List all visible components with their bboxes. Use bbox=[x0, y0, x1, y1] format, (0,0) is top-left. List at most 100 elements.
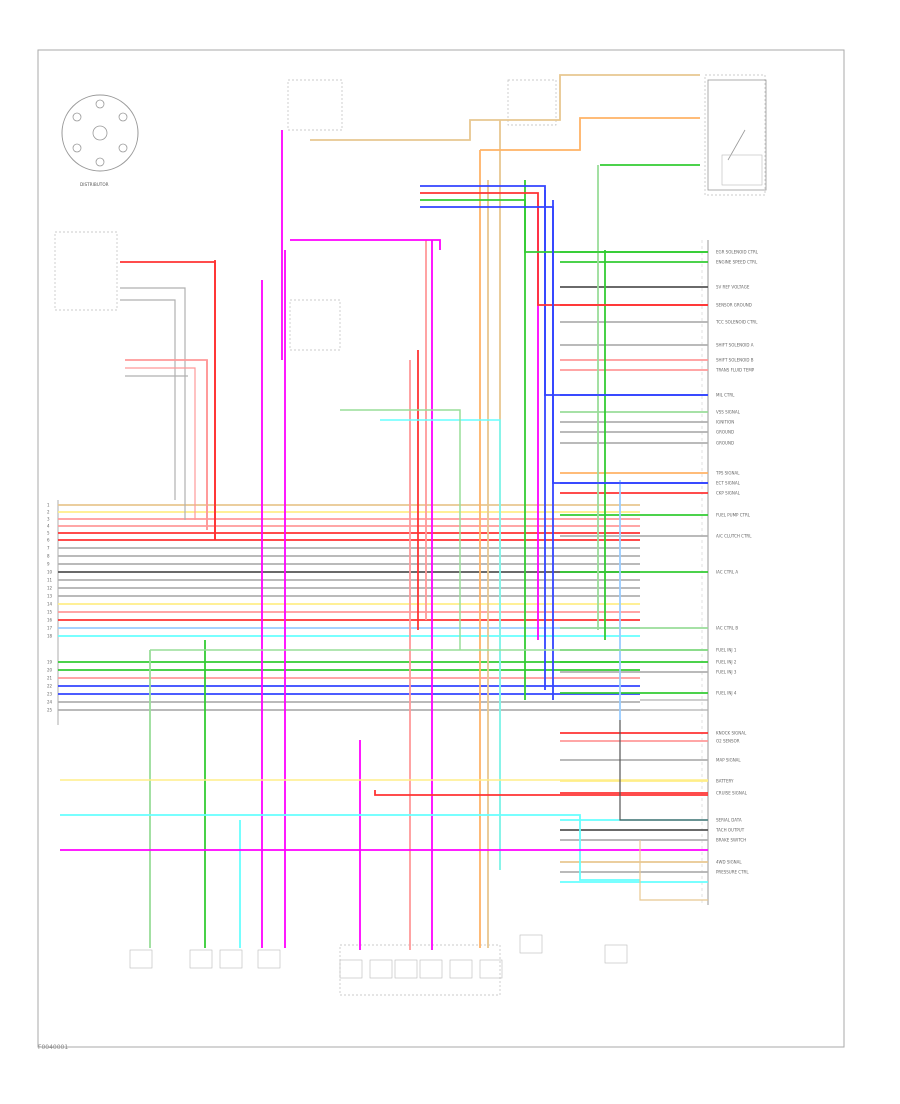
left-pin-number: 8 bbox=[47, 554, 50, 559]
fuel-pump-relay bbox=[707, 79, 767, 191]
left-pin-number: 24 bbox=[47, 700, 53, 705]
pcm-pin-label: 4WD SIGNAL bbox=[716, 860, 742, 865]
wire bbox=[639, 840, 708, 901]
solenoid-pack bbox=[479, 959, 503, 979]
solenoid-pack bbox=[339, 959, 363, 979]
sensor-wire bbox=[125, 359, 208, 530]
pin-labels: EGR SOLENOID CTRL ENGINE SPEED CTRL 5V REF… bbox=[47, 250, 759, 875]
sensor-wire bbox=[125, 367, 196, 520]
cyan-wire bbox=[60, 814, 640, 881]
component-boxes bbox=[54, 74, 766, 996]
left-pin-number: 10 bbox=[47, 570, 53, 575]
pcm-pin-label: IAC CTRL B bbox=[716, 626, 738, 631]
pcm-pin-label: ECT SIGNAL bbox=[716, 481, 741, 486]
red-wire bbox=[374, 790, 708, 796]
solenoid-pack bbox=[449, 959, 473, 979]
pcm-pin-label: TCC SOLENOID CTRL bbox=[715, 320, 758, 325]
pcm-pin-label: KNOCK SIGNAL bbox=[716, 731, 747, 736]
solenoid-pack bbox=[419, 959, 443, 979]
crankshaft-sensor bbox=[257, 949, 281, 969]
pcm-pin-label: FUEL PUMP CTRL bbox=[716, 513, 751, 518]
blue-wire bbox=[420, 185, 708, 396]
distributor: DISTRIBUTOR bbox=[61, 94, 139, 187]
pcm-pin-label: SENSOR GROUND bbox=[716, 303, 752, 308]
left-pin-number: 14 bbox=[47, 602, 53, 607]
left-pin-number: 11 bbox=[47, 578, 53, 583]
left-pin-number: 5 bbox=[47, 531, 50, 536]
pcm-pin-label: ENGINE SPEED CTRL bbox=[716, 260, 758, 265]
cyan-wire bbox=[380, 419, 501, 870]
coil-wire bbox=[120, 299, 176, 500]
left-pin-number: 15 bbox=[47, 610, 53, 615]
pcm-pin-label: SERIAL DATA bbox=[716, 818, 742, 823]
left-pin-number: 19 bbox=[47, 660, 53, 665]
pcm-pin-label: FUEL INJ 1 bbox=[716, 648, 737, 653]
pcm-pin-label: BRAKE SWITCH bbox=[716, 838, 746, 843]
left-pin-number: 17 bbox=[47, 626, 53, 631]
left-pin-number: 12 bbox=[47, 586, 53, 591]
left-pin-number: 20 bbox=[47, 668, 53, 673]
coil-wire bbox=[120, 261, 216, 540]
pcm-pin-label: FUEL INJ 3 bbox=[716, 670, 737, 675]
light-green-wire bbox=[340, 409, 461, 650]
left-pin-number: 7 bbox=[47, 546, 50, 551]
pcm-pin-label: TACH OUTPUT bbox=[715, 828, 745, 833]
left-pin-number: 22 bbox=[47, 684, 53, 689]
pcm-pin-label: SHIFT SOLENOID A bbox=[716, 343, 754, 348]
throttle-position-sensor bbox=[189, 949, 213, 969]
wires bbox=[58, 74, 708, 950]
bottom-components bbox=[129, 934, 628, 979]
pcm-pin-label: FUEL INJ 2 bbox=[716, 660, 737, 665]
pcm-pin-label: FUEL INJ 4 bbox=[716, 691, 737, 696]
left-pin-number: 25 bbox=[47, 708, 53, 713]
diagram-frame bbox=[37, 49, 845, 1048]
green-wire bbox=[420, 199, 708, 253]
vehicle-speed-sensor bbox=[129, 949, 153, 969]
left-pin-number: 23 bbox=[47, 692, 53, 697]
pcm-pin-label: TRANS FLUID TEMP bbox=[715, 368, 755, 373]
pcm-pin-label: MIL CTRL bbox=[716, 393, 735, 398]
left-pin-number: 18 bbox=[47, 634, 53, 639]
pcm-pin-label: CKP SIGNAL bbox=[716, 491, 741, 496]
pcm-pin-label: PRESSURE CTRL bbox=[716, 870, 749, 875]
pcm-pin-label: VSS SIGNAL bbox=[716, 410, 741, 415]
solenoid-pack bbox=[369, 959, 393, 979]
pcm-pin-label: 5V REF VOLTAGE bbox=[716, 285, 750, 290]
feed-wire bbox=[480, 117, 700, 151]
footer-code: F0040001 bbox=[38, 1044, 69, 1051]
left-pin-number: 3 bbox=[47, 517, 50, 522]
pcm-pin-label: TPS SIGNAL bbox=[715, 471, 740, 476]
wire bbox=[619, 720, 708, 821]
pcm-pin-label: BATTERY bbox=[716, 779, 734, 784]
left-pin-number: 6 bbox=[47, 538, 50, 543]
pcm-pin-label: A/C CLUTCH CTRL bbox=[716, 534, 752, 539]
transfer-case bbox=[604, 944, 628, 964]
left-pin-number: 9 bbox=[47, 562, 50, 567]
solenoid-pack bbox=[394, 959, 418, 979]
left-pin-number: 4 bbox=[47, 524, 50, 529]
red-wire bbox=[420, 192, 708, 306]
pcm-pin-label: IGNITION bbox=[716, 420, 734, 425]
ect-sensor bbox=[219, 949, 243, 969]
left-pin-number: 16 bbox=[47, 618, 53, 623]
pcm-pin-label: O2 SENSOR bbox=[716, 739, 740, 744]
feed-wire bbox=[310, 74, 700, 141]
transmission-range-sensor bbox=[519, 934, 543, 954]
blue-wire bbox=[420, 206, 708, 484]
left-pin-number: 2 bbox=[47, 510, 50, 515]
pcm-pin-label: EGR SOLENOID CTRL bbox=[716, 250, 759, 255]
left-pin-number: 21 bbox=[47, 676, 53, 681]
left-pin-number: 1 bbox=[47, 503, 50, 508]
pcm-pin-label: CRUISE SIGNAL bbox=[716, 791, 748, 796]
pcm-pin-label: GROUND bbox=[716, 430, 734, 435]
pcm-pin-label: MAP SIGNAL bbox=[716, 758, 741, 763]
left-pin-number: 13 bbox=[47, 594, 53, 599]
distributor-label: DISTRIBUTOR bbox=[80, 182, 109, 187]
pcm-pin-label: IAC CTRL A bbox=[716, 570, 738, 575]
pcm-pin-label: GROUND bbox=[716, 441, 734, 446]
pink-wire bbox=[290, 239, 441, 250]
coil-wire bbox=[120, 287, 186, 520]
pcm-pin-label: SHIFT SOLENOID B bbox=[716, 358, 754, 363]
